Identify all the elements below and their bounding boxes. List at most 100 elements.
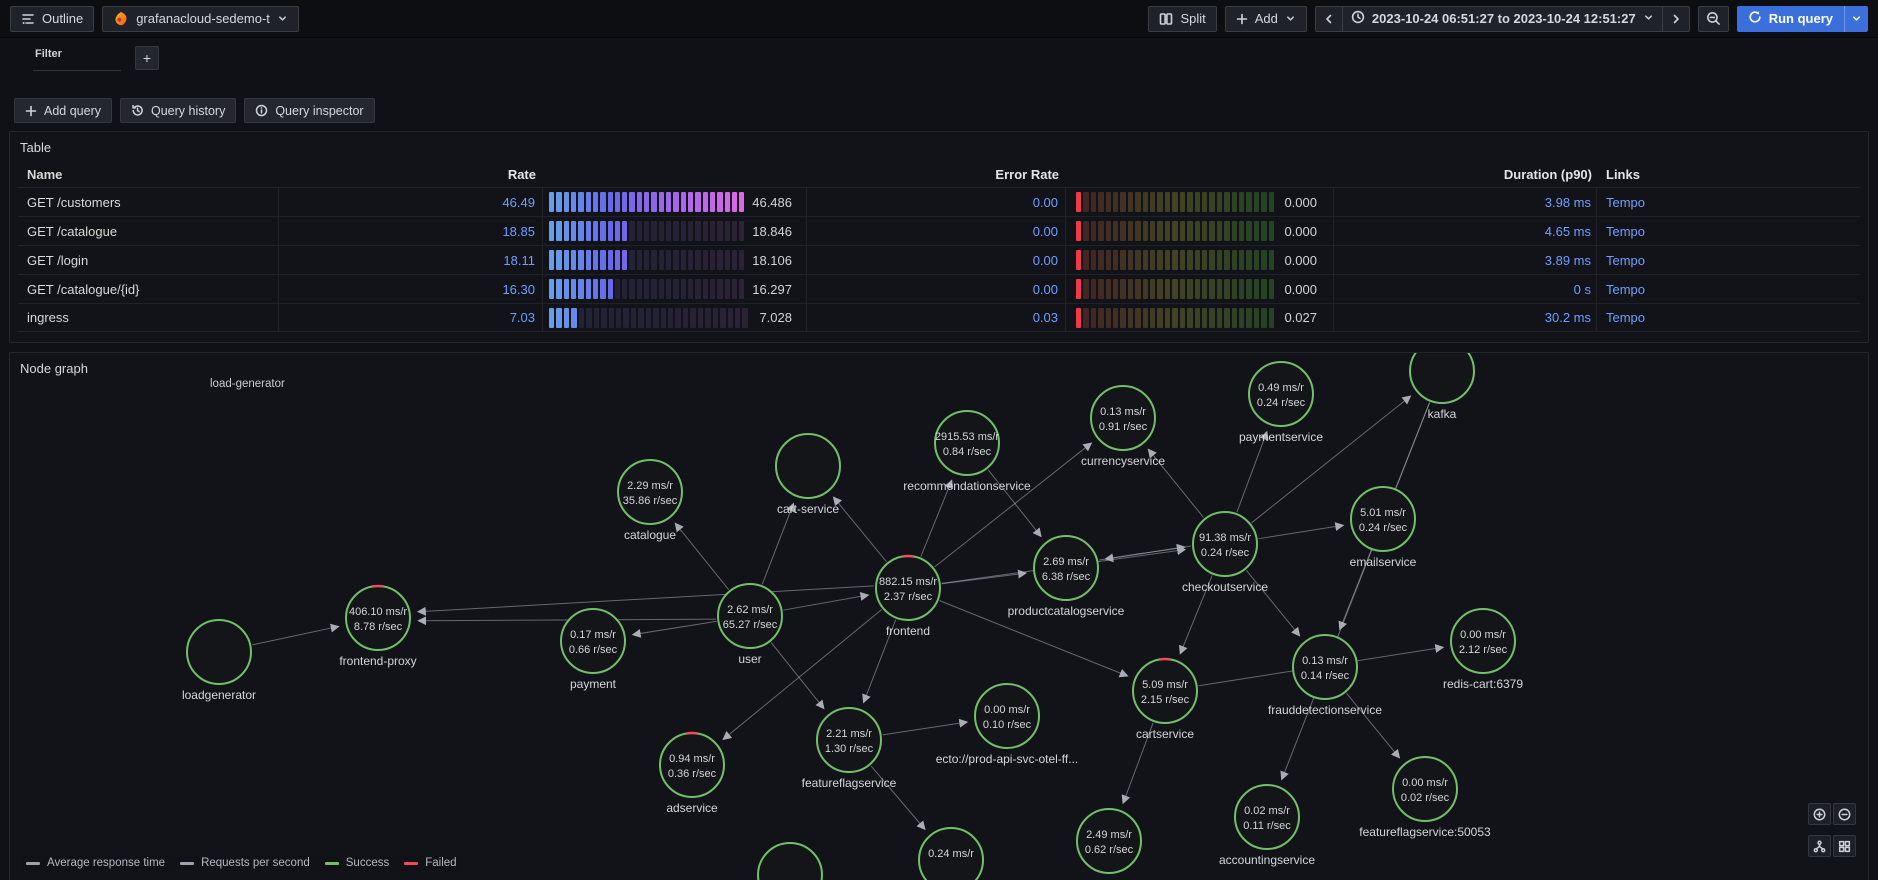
cell-error-gauge: 0.000 xyxy=(1066,188,1334,216)
column-header-name[interactable]: Name xyxy=(27,166,63,182)
node-stat-rate: 35.86 r/sec xyxy=(623,495,678,507)
node-stat-response: 0.13 ms/r xyxy=(1302,655,1348,667)
cell-error-rate[interactable]: 0.00 xyxy=(807,275,1066,303)
graph-zoom-in-button[interactable] xyxy=(1808,803,1831,825)
column-header-rate[interactable]: Rate xyxy=(507,166,536,182)
cell-link-tempo[interactable]: Tempo xyxy=(1606,281,1646,297)
node-cart-service[interactable]: cart-service xyxy=(775,433,841,516)
table-panel: Table Name Rate Error Rate Duration (p90… xyxy=(9,131,1869,343)
column-header-links[interactable]: Links xyxy=(1606,166,1640,182)
time-picker-group: 2023-10-24 06:51:27 to 2023-10-24 12:51:… xyxy=(1314,5,1690,32)
node-graph-canvas[interactable]: loadgenerator 406.10 ms/r8.78 r/secfronte… xyxy=(10,353,1868,880)
rate-gauge-value: 18.846 xyxy=(752,223,792,239)
cell-duration[interactable]: 4.65 ms xyxy=(1334,217,1597,245)
chevron-down-icon xyxy=(1643,11,1654,26)
cell-error-rate[interactable]: 0.00 xyxy=(807,188,1066,216)
cell-rate[interactable]: 18.11 xyxy=(279,246,543,274)
cell-link-tempo[interactable]: Tempo xyxy=(1606,223,1646,239)
run-query-button[interactable]: Run query xyxy=(1737,6,1844,32)
query-inspector-button[interactable]: Query inspector xyxy=(244,98,375,123)
node-recommendationservice[interactable]: 2915.53 ms/r0.84 r/secrecommendationserv… xyxy=(903,410,1031,493)
legend-swatch xyxy=(404,861,419,865)
offscreen-node-label: load-generator xyxy=(210,378,285,390)
cell-duration[interactable]: 3.89 ms xyxy=(1334,246,1597,274)
node-kafka[interactable]: kafka xyxy=(1409,353,1475,421)
add-query-button[interactable]: Add query xyxy=(14,98,112,123)
node-label: kafka xyxy=(1428,407,1457,421)
node-stat-response: 2.29 ms/r xyxy=(627,480,673,492)
column-header-duration[interactable]: Duration (p90) xyxy=(1503,166,1592,182)
filter-field[interactable]: Filter xyxy=(33,46,121,71)
run-query-caret-button[interactable] xyxy=(1844,5,1868,32)
time-shift-back-button[interactable] xyxy=(1316,6,1343,31)
cell-rate[interactable]: 18.85 xyxy=(279,217,543,245)
cell-rate[interactable]: 46.49 xyxy=(279,188,543,216)
chevron-down-icon xyxy=(1285,13,1296,24)
column-header-error-rate[interactable]: Error Rate xyxy=(995,166,1059,182)
cell-rate[interactable]: 16.30 xyxy=(279,275,543,303)
node-node-2-49[interactable]: 2.49 ms/r0.62 r/sec xyxy=(1076,808,1142,874)
edge-checkoutservice-to-frauddetectionservice xyxy=(1246,570,1301,637)
layout-grid-button[interactable] xyxy=(1833,835,1856,857)
cell-link-tempo[interactable]: Tempo xyxy=(1606,194,1646,210)
node-stat-rate: 0.66 r/sec xyxy=(569,644,618,656)
cell-error-rate[interactable]: 0.03 xyxy=(807,304,1066,331)
cell-rate[interactable]: 7.03 xyxy=(279,304,543,331)
cell-link-tempo[interactable]: Tempo xyxy=(1606,252,1646,268)
node-graph-panel-title[interactable]: Node graph xyxy=(20,361,88,376)
outline-button[interactable]: Outline xyxy=(10,5,95,32)
cell-error-rate[interactable]: 0.00 xyxy=(807,246,1066,274)
datasource-picker[interactable]: grafanacloud-sedemo-t xyxy=(102,5,299,32)
node-loadgenerator[interactable]: loadgenerator xyxy=(182,619,256,702)
table-panel-title[interactable]: Table xyxy=(20,140,52,155)
node-label: frontend xyxy=(886,624,930,638)
node-stat-rate: 0.14 r/sec xyxy=(1301,670,1350,682)
time-range-button[interactable]: 2023-10-24 06:51:27 to 2023-10-24 12:51:… xyxy=(1343,6,1663,31)
layout-hierarchy-button[interactable] xyxy=(1808,835,1831,857)
add-label: Add xyxy=(1254,11,1278,26)
node-stat-rate: 8.78 r/sec xyxy=(354,621,403,633)
node-graph-panel: Node graph load-generator loadgenerator 4… xyxy=(9,352,1869,880)
cell-link-tempo[interactable]: Tempo xyxy=(1606,310,1646,325)
cell-duration[interactable]: 0 s xyxy=(1334,275,1597,303)
time-range-text: 2023-10-24 06:51:27 to 2023-10-24 12:51:… xyxy=(1371,11,1636,26)
legend-item-failed[interactable]: Failed xyxy=(404,857,457,869)
tempo-logo-icon xyxy=(113,11,129,27)
node-featureflagservice:50053[interactable]: 0.00 ms/r0.02 r/secfeatureflagservice:50… xyxy=(1359,756,1491,839)
time-shift-forward-button[interactable] xyxy=(1663,7,1689,31)
split-button[interactable]: Split xyxy=(1148,5,1217,32)
node-node-0-24[interactable]: 0.24 ms/r xyxy=(918,827,984,880)
add-button[interactable]: Add xyxy=(1224,5,1307,32)
node-partial-node[interactable] xyxy=(757,842,823,880)
zoom-out-time-button[interactable] xyxy=(1697,5,1729,32)
cell-duration[interactable]: 30.2 ms xyxy=(1334,304,1597,331)
node-graph-legend: Average response time Requests per second… xyxy=(22,855,461,871)
cell-error-rate[interactable]: 0.00 xyxy=(807,217,1066,245)
cell-duration[interactable]: 3.98 ms xyxy=(1334,188,1597,216)
graph-zoom-out-button[interactable] xyxy=(1833,803,1856,825)
legend-item-requests-per-second[interactable]: Requests per second xyxy=(180,857,310,869)
legend-item-success[interactable]: Success xyxy=(324,857,389,869)
legend-label: Average response time xyxy=(47,857,166,869)
legend-item-average-response-time[interactable]: Average response time xyxy=(26,857,165,869)
node-ecto[interactable]: 0.00 ms/r0.10 r/sececto://prod-api-svc-o… xyxy=(936,683,1079,766)
add-filter-button[interactable]: + xyxy=(135,46,159,70)
query-history-button[interactable]: Query history xyxy=(119,98,237,123)
